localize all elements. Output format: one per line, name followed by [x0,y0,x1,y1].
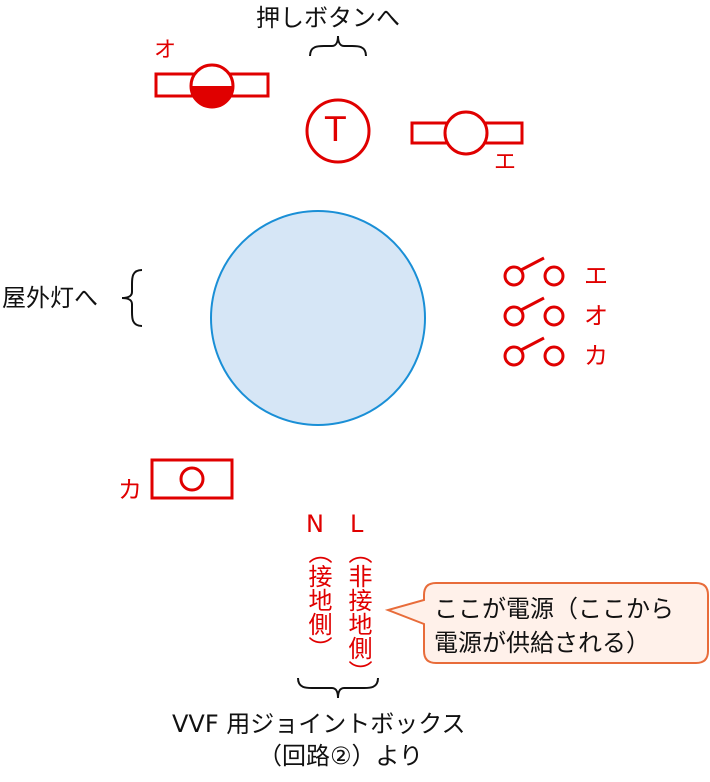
push-button-label: 押しボタンへ [256,4,400,32]
n-subtext: （接地側） [304,540,332,660]
symbol-t-circle [305,98,371,164]
l-subtext: （非接地側） [344,540,372,684]
vvf-label-line-1: VVF 用ジョイントボックス [172,710,466,738]
outdoor-light-label: 屋外灯へ [2,284,98,312]
vvf-label-line-2: （回路②）より [258,742,424,770]
switch-ka-label: カ [584,342,608,370]
callout-line-2: 電源が供給される） [434,628,650,657]
junction-box-circle [210,210,426,426]
symbol-o-lamp [154,63,270,109]
push-button-brace [309,35,367,57]
callout-line-1: ここが電源（ここから [434,595,674,623]
vvf-brace [297,677,379,699]
outdoor-light-brace [121,269,143,327]
symbol-ka-box [150,458,234,500]
e-top-label: エ [494,150,517,175]
n-letter: N [306,510,324,538]
ka-bottom-label: カ [118,476,142,504]
t-symbol-label: T [325,110,346,150]
switch-e-label: エ [584,262,608,290]
o-top-label: オ [154,38,177,63]
power-source-callout: ここが電源（ここから 電源が供給される） [424,583,708,663]
switch-o [503,296,565,327]
callout-bubble [384,582,709,664]
symbol-e-lamp [410,110,524,156]
switch-ka [503,336,565,367]
switch-o-label: オ [584,302,608,330]
l-letter: L [350,510,364,538]
switch-e [503,256,565,287]
